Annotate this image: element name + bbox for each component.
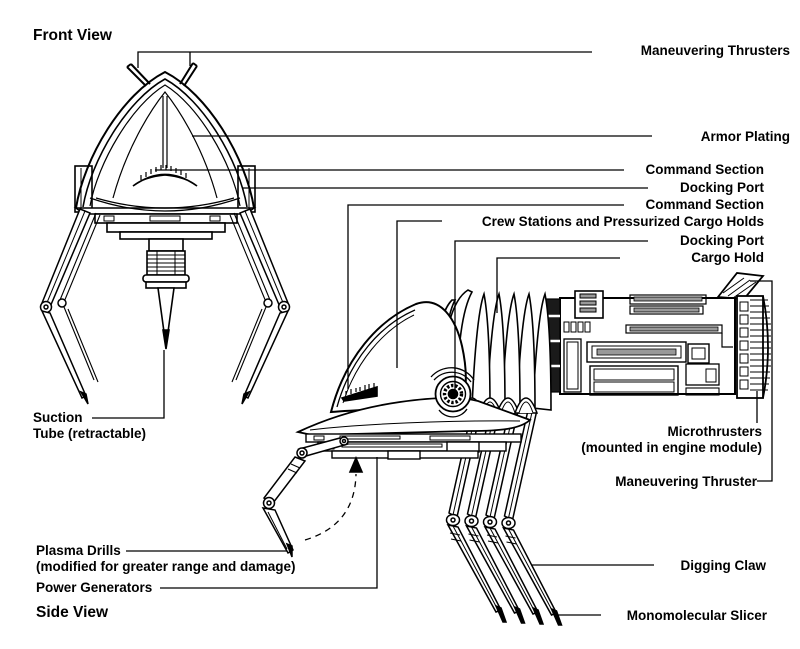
leader-suction-tube (92, 350, 165, 419)
label-microthrusters-line1: Microthrusters (667, 424, 762, 439)
label-monomolecular-slicer: Monomolecular Slicer (626, 608, 767, 623)
label-suction-tube: Suction Tube (retractable) (33, 410, 146, 442)
label-plasma-drills: Plasma Drills (modified for greater rang… (36, 543, 296, 575)
front-armor-plating (75, 70, 255, 209)
label-maneuvering-thruster: Maneuvering Thruster (615, 474, 757, 489)
label-armor-plating: Armor Plating (700, 129, 790, 144)
front-base (73, 197, 257, 240)
side-view-drawing (261, 272, 771, 626)
front-legs (39, 208, 291, 405)
label-command-section-side: Command Section (645, 197, 764, 212)
label-microthrusters: Microthrusters (mounted in engine module… (581, 424, 762, 456)
docking-port-eye (430, 367, 475, 418)
leader-lines (92, 51, 773, 616)
label-command-section-front: Command Section (645, 162, 764, 177)
microthruster-cap (736, 295, 771, 399)
label-crew-stations: Crew Stations and Pressurized Cargo Hold… (481, 214, 764, 229)
leader-maneuvering-thruster (750, 280, 773, 482)
engine-module (544, 272, 771, 399)
label-digging-claw: Digging Claw (680, 558, 767, 573)
label-cargo-hold: Cargo Hold (691, 250, 764, 265)
label-plasma-drills-line2: (modified for greater range and damage) (36, 559, 296, 574)
label-microthrusters-line2: (mounted in engine module) (581, 440, 762, 455)
plasma-drill-arm (261, 436, 350, 558)
leg (501, 406, 563, 626)
leader-crew-stations (396, 220, 442, 368)
label-docking-port-front: Docking Port (679, 180, 764, 195)
front-view-drawing (39, 62, 291, 405)
front-maneuvering-thrusters-icon (126, 62, 198, 87)
label-power-generators: Power Generators (36, 580, 153, 595)
label-suction-tube-line1: Suction (33, 410, 83, 425)
leader-docking-port-side (454, 240, 648, 392)
side-view-title: Side View (36, 604, 109, 621)
front-suction-tube (142, 238, 190, 350)
motion-range-arrow (304, 455, 364, 541)
front-command-section-wedge (132, 165, 198, 187)
label-plasma-drills-line1: Plasma Drills (36, 543, 121, 558)
leader-command-section-side (347, 204, 624, 389)
side-command-section-wedge (340, 383, 378, 402)
leader-power-generators (160, 457, 378, 589)
leg (445, 403, 508, 623)
side-head (261, 301, 532, 558)
front-view-title: Front View (33, 27, 112, 44)
leader-maneuvering-thrusters (137, 51, 592, 68)
label-suction-tube-line2: Tube (retractable) (33, 426, 147, 441)
leader-cargo-hold (496, 257, 620, 313)
label-docking-port-side: Docking Port (679, 233, 764, 248)
label-maneuvering-thrusters: Maneuvering Thrusters (640, 43, 790, 58)
